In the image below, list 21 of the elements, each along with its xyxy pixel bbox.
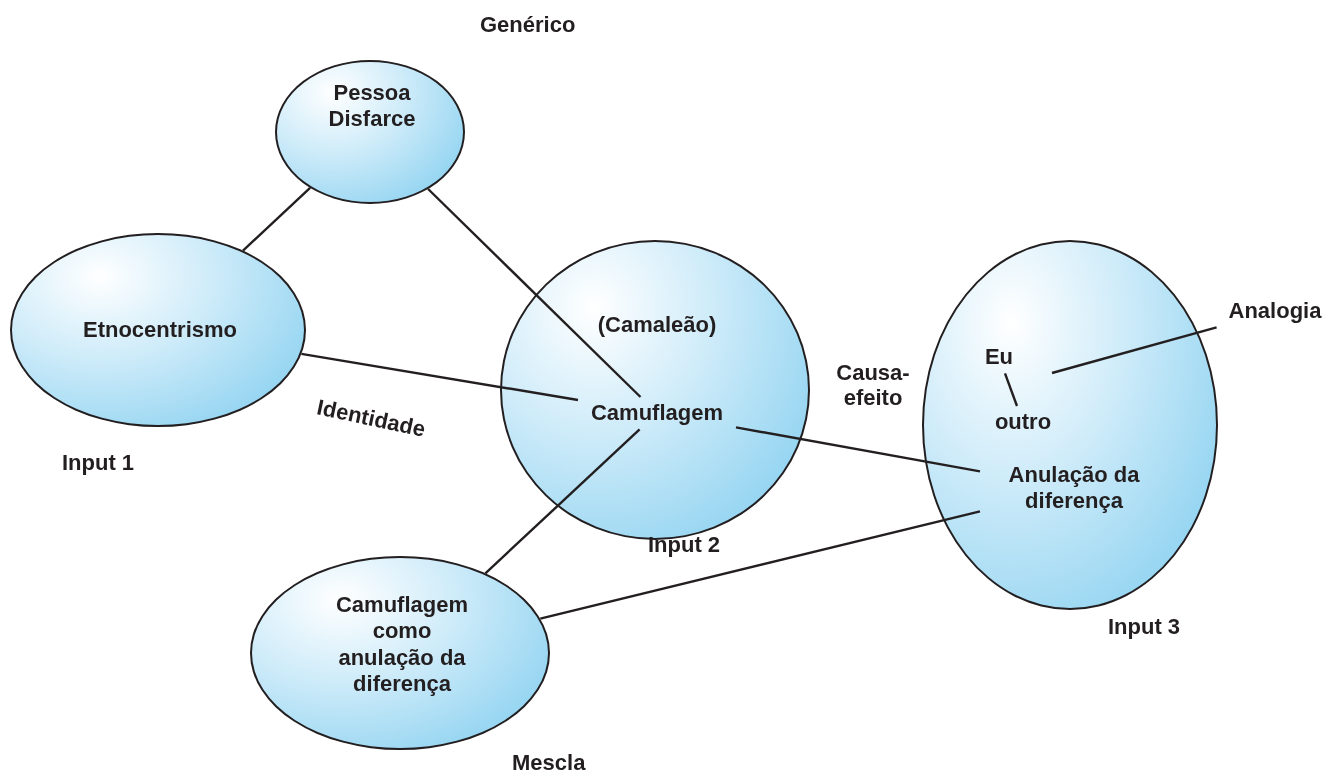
concept-label: Anulação da diferença: [984, 462, 1164, 515]
concept-label: Etnocentrismo: [82, 317, 238, 344]
concept-label: Pessoa Disfarce: [327, 80, 417, 133]
concept-label: outro: [990, 409, 1056, 436]
connector-line: [242, 187, 311, 252]
connector-line: [484, 428, 641, 575]
connector-line: [427, 188, 642, 398]
connector-line: [1003, 373, 1019, 407]
concept-label: Camuflagem: [582, 400, 732, 427]
concept-label: Camuflagem como anulação da diferença: [334, 592, 469, 698]
node-caption: Mescla: [512, 750, 586, 777]
concept-label: Eu: [979, 344, 1019, 371]
concept-label: (Camaleão): [596, 312, 718, 339]
node-caption: Input 2: [648, 532, 721, 559]
concept-label: Analogia: [1215, 298, 1335, 325]
connector-line: [735, 426, 981, 473]
connector-line: [301, 352, 579, 402]
node-caption: Genérico: [480, 12, 576, 39]
connector-line: [540, 510, 981, 620]
node-caption: Input 1: [62, 450, 135, 477]
node-caption: Input 3: [1108, 614, 1181, 641]
